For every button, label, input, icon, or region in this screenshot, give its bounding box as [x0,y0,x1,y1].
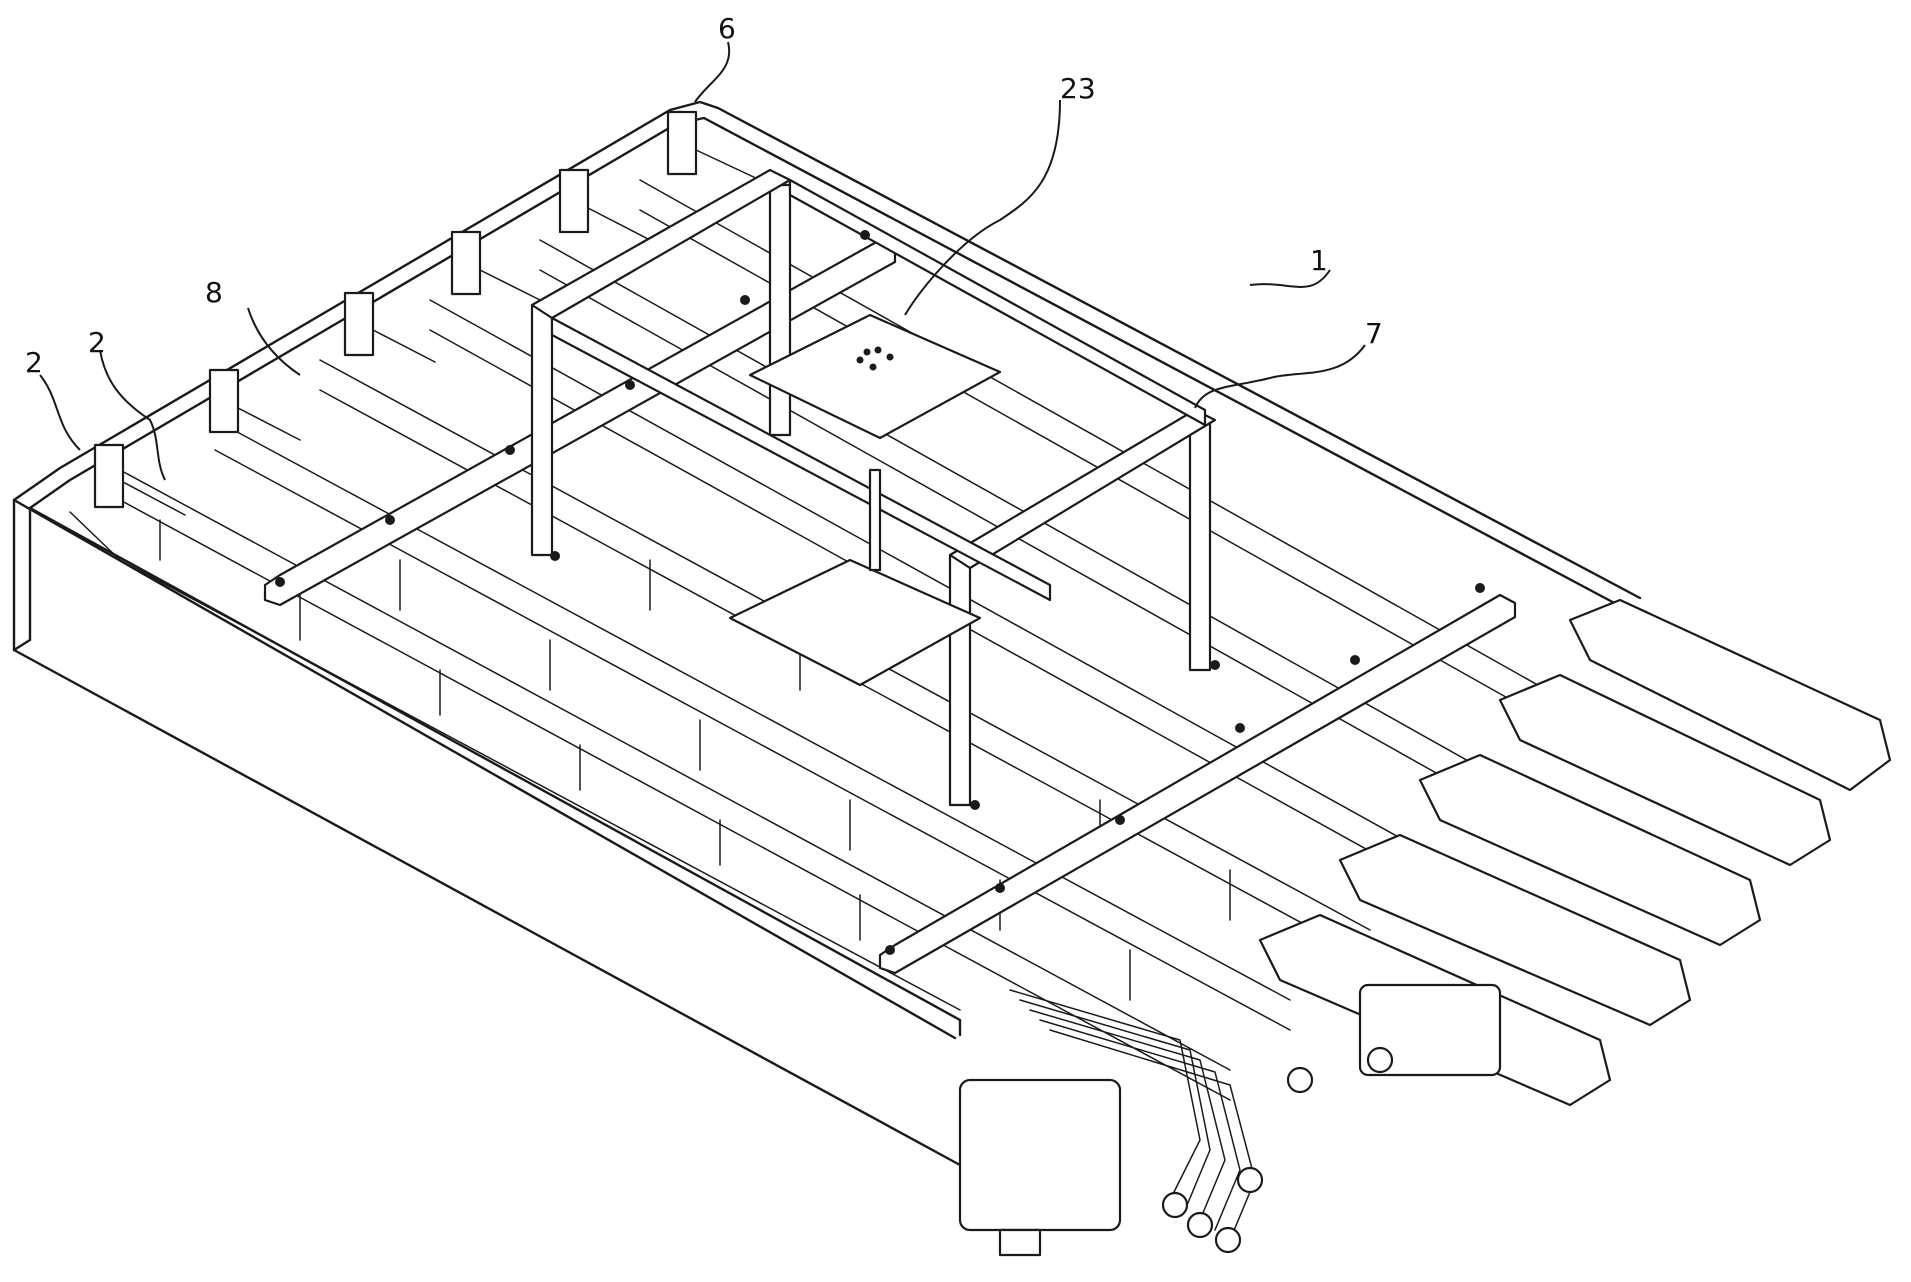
beam-bolts [275,230,1485,955]
header-boxes [93,110,761,516]
pipe-manifold [958,598,1892,1257]
label-2-left: 2 [25,346,43,379]
tank-body [12,100,1642,1167]
label-23: 23 [1060,72,1096,105]
label-8: 8 [205,276,223,309]
label-7: 7 [1365,317,1383,350]
label-1: 1 [1310,244,1328,277]
label-6: 6 [718,12,736,45]
gantry-frame [263,168,1517,975]
reference-labels: 1 2 2 6 7 8 23 [25,12,1383,379]
label-2-right: 2 [88,326,106,359]
leader-lines [39,41,1366,481]
